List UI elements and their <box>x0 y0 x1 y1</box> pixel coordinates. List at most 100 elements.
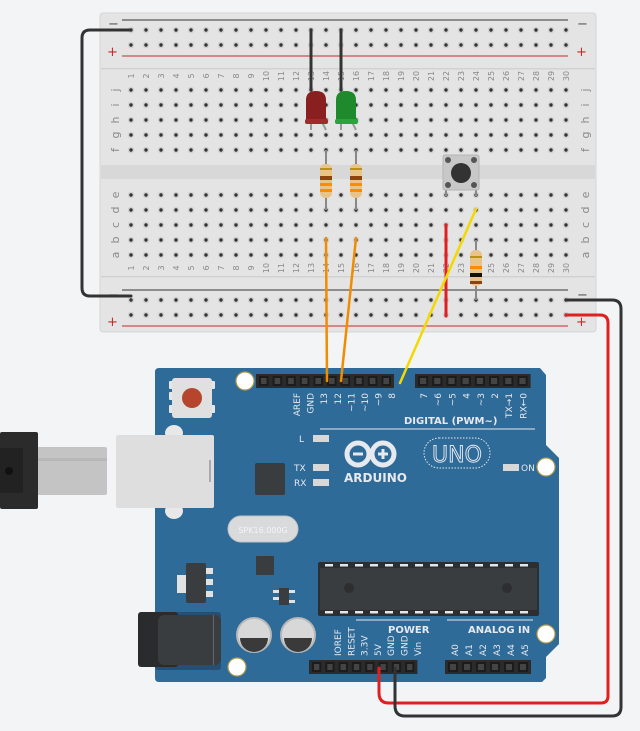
terminal-hole-center <box>444 148 448 152</box>
terminal-hole-center <box>234 253 238 257</box>
terminal-hole-center <box>549 253 553 257</box>
header-socket-inner <box>261 378 267 384</box>
resistor-2[interactable] <box>350 150 362 210</box>
terminal-hole-center <box>189 223 193 227</box>
arduino-uno[interactable]: SPK16.000G <box>0 368 559 682</box>
terminal-hole-center <box>174 88 178 92</box>
rail-hole-center <box>249 313 253 317</box>
power-pin-label: Vin <box>414 642 424 656</box>
chip-pin <box>505 564 513 567</box>
analog-header[interactable] <box>445 660 531 674</box>
column-number: 18 <box>382 263 391 273</box>
terminal-hole-center <box>384 133 388 137</box>
breadboard-holes[interactable] <box>127 26 570 319</box>
led-green[interactable] <box>335 91 358 131</box>
led-l <box>313 435 329 442</box>
rail-hole-center <box>129 43 133 47</box>
terminal-hole-center <box>519 118 523 122</box>
reset-button[interactable] <box>169 378 215 418</box>
terminal-hole-center <box>174 133 178 137</box>
terminal-hole-center <box>234 118 238 122</box>
terminal-hole-center <box>444 118 448 122</box>
terminal-hole-center <box>399 148 403 152</box>
column-number: 22 <box>442 71 451 81</box>
header-socket-inner <box>340 664 346 670</box>
terminal-hole-center <box>369 118 373 122</box>
rail-hole-center <box>384 298 388 302</box>
led-tx <box>313 464 329 471</box>
pin8-wire[interactable] <box>398 207 478 385</box>
power-pin-label: 5V <box>374 643 384 656</box>
row-letter: j <box>109 88 122 92</box>
usb-connector[interactable] <box>0 425 214 519</box>
terminal-hole-center <box>144 133 148 137</box>
rail-hole-center <box>414 43 418 47</box>
rail-hole-center <box>489 43 493 47</box>
rail-hole-center <box>249 298 253 302</box>
row-letter: g <box>579 132 592 139</box>
column-number: 21 <box>427 71 436 81</box>
terminal-hole-center <box>249 253 253 257</box>
power-jack[interactable] <box>138 612 221 670</box>
terminal-hole-center <box>144 148 148 152</box>
rail-hole-center <box>564 28 568 32</box>
pin13-wire[interactable] <box>324 236 329 383</box>
rail-hole-center <box>384 313 388 317</box>
resistor-2-band-4 <box>350 189 362 192</box>
rail-hole-center <box>234 43 238 47</box>
chip-pin <box>340 564 348 567</box>
rail-link-wire[interactable] <box>80 28 133 298</box>
terminal-hole-center <box>489 193 493 197</box>
bottom-right-minus-sign: − <box>577 288 588 303</box>
column-number: 27 <box>517 263 526 273</box>
terminal-hole-center <box>414 88 418 92</box>
column-number: 20 <box>412 263 421 273</box>
resistor-1[interactable] <box>320 150 332 210</box>
breadboard-center-channel <box>101 165 595 179</box>
row-letter: b <box>109 236 122 243</box>
power-header[interactable] <box>309 660 418 674</box>
terminal-hole-center <box>384 118 388 122</box>
rail-hole-center <box>189 43 193 47</box>
terminal-hole-center <box>399 208 403 212</box>
led-green-body <box>336 91 356 122</box>
gnd-wire[interactable] <box>393 298 623 718</box>
column-number: 6 <box>202 265 211 270</box>
terminal-hole-center <box>159 148 163 152</box>
chip-pin <box>340 611 348 614</box>
terminal-hole-center <box>459 133 463 137</box>
row-letter: d <box>579 207 592 214</box>
terminal-hole-center <box>219 103 223 107</box>
pin12-wire[interactable] <box>339 236 358 383</box>
rail-hole-center <box>399 313 403 317</box>
rail-hole-center <box>249 43 253 47</box>
resistor-3[interactable] <box>470 240 482 300</box>
terminal-hole-center <box>204 208 208 212</box>
terminal-hole-center <box>144 193 148 197</box>
5v-wire[interactable] <box>377 313 610 705</box>
terminal-hole-center <box>429 118 433 122</box>
terminal-hole-center <box>249 88 253 92</box>
digital-header-left[interactable] <box>256 374 394 388</box>
row-letter: e <box>579 191 592 198</box>
led-red[interactable] <box>305 91 328 131</box>
breadboard[interactable]: − + − + − + − + 112233445566778899101011… <box>99 12 597 333</box>
logo-minus <box>353 452 363 456</box>
rail-hole-center <box>519 298 523 302</box>
terminal-hole-center <box>504 238 508 242</box>
rail-hole-center <box>519 313 523 317</box>
terminal-hole-center <box>549 148 553 152</box>
terminal-hole-center <box>564 208 568 212</box>
terminal-hole-center <box>369 148 373 152</box>
digital-header-right[interactable] <box>415 374 531 388</box>
terminal-hole-center <box>339 223 343 227</box>
column-number: 21 <box>427 263 436 273</box>
terminal-hole-center <box>459 103 463 107</box>
pushbutton[interactable] <box>442 154 480 196</box>
power-pin-label: 3.3V <box>361 635 371 656</box>
terminal-hole-center <box>429 208 433 212</box>
terminal-hole-center <box>474 103 478 107</box>
chip-pin <box>400 611 408 614</box>
terminal-hole-center <box>414 148 418 152</box>
terminal-hole-center <box>369 103 373 107</box>
